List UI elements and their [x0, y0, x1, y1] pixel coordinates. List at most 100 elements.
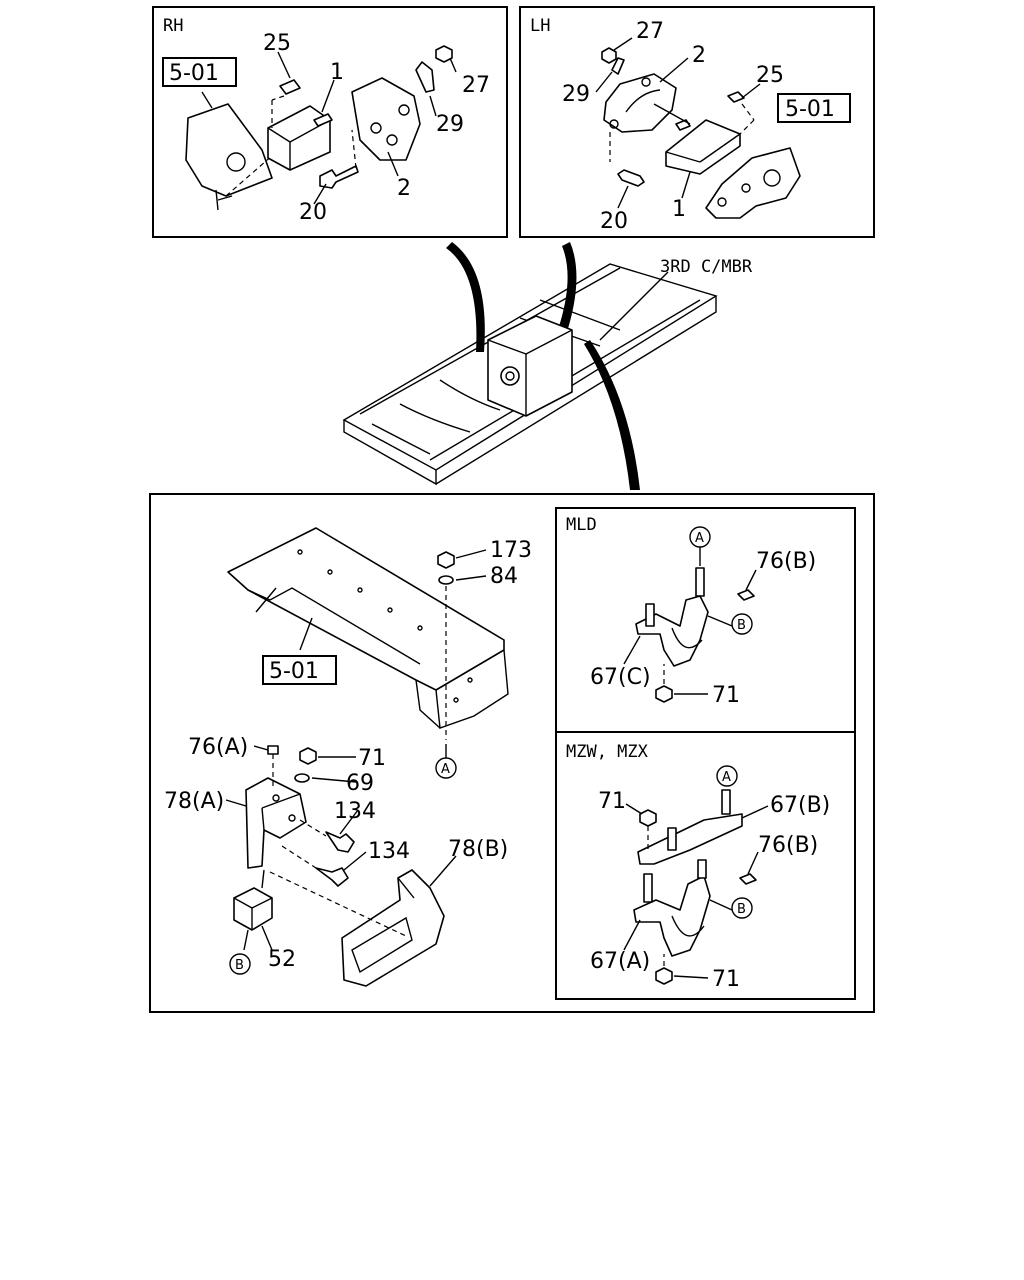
lh-callout-25: 25 [756, 63, 784, 88]
frame-overview: 3RD C/MBR [342, 242, 753, 490]
bolt-134b [315, 867, 349, 887]
rh-panel: RH 5-01 [152, 6, 508, 238]
rh-mount-stud [313, 113, 333, 127]
rh-lock-29 [415, 61, 435, 93]
callout-69: 69 [346, 771, 374, 796]
mzw-panel-border [555, 731, 856, 1000]
callout-78a: 78(A) [164, 789, 224, 814]
mzw-plate-67b [637, 813, 743, 865]
lh-nut-27 [601, 47, 617, 64]
mzw-ref-circle-b-label: B [737, 902, 746, 917]
mld-callout-67c: 67(C) [590, 665, 651, 690]
callout-173: 173 [490, 538, 532, 563]
mzw-stud-left [643, 873, 653, 903]
callout-134b: 134 [368, 839, 410, 864]
mount-bracket-78a [245, 777, 307, 869]
mld-bolt-76b [737, 589, 755, 601]
callout-84: 84 [490, 564, 518, 589]
washer-84 [438, 575, 454, 585]
mzw-callout-76b: 76(B) [758, 833, 818, 858]
ref-circle-b-main-label: B [235, 958, 244, 973]
bolt-134a [325, 831, 355, 853]
rh-frame-plate [185, 103, 273, 197]
rh-callout-27: 27 [462, 73, 490, 98]
mzw-callout-71-top: 71 [598, 789, 626, 814]
callout-76a: 76(A) [188, 735, 248, 760]
mzw-panel: MZW, MZX A B 71 67(B) [555, 731, 856, 1000]
rh-pointer [446, 242, 485, 352]
rh-nut-27 [435, 45, 453, 63]
rh-callout-20: 20 [299, 200, 327, 225]
mzw-callout-71-bottom: 71 [712, 967, 740, 992]
main-panel-border [149, 493, 875, 1013]
mount-bracket-78b [341, 869, 445, 987]
rh-callout-29: 29 [436, 112, 464, 137]
mzw-plate-stud [667, 827, 677, 851]
rh-plate-hole [226, 152, 246, 172]
lh-panel-border [519, 6, 875, 238]
mld-panel: MLD A B 76(B) 67(C) 71 [555, 507, 856, 733]
mzw-callout-67b: 67(B) [770, 793, 830, 818]
callout-78b: 78(B) [448, 837, 508, 862]
ref-circle-a-main-label: A [441, 762, 450, 777]
nut-173 [437, 551, 455, 569]
mld-panel-title: MLD [566, 515, 597, 535]
rh-rubber-mount [267, 105, 331, 171]
rh-callout-2: 2 [397, 176, 411, 201]
rh-bolt-25 [279, 79, 301, 95]
third-crossmember-label: 3RD C/MBR [660, 257, 753, 277]
mzw-stud-top [721, 789, 731, 815]
lh-frame-plate [705, 147, 801, 219]
callout-52: 52 [268, 947, 296, 972]
mzw-ref-circle-b [731, 897, 753, 919]
mld-callout-76b: 76(B) [756, 549, 816, 574]
main-ref-box [262, 655, 337, 685]
main-ref-label: 5-01 [269, 659, 319, 684]
lh-bracket [603, 73, 677, 133]
mzw-ref-circle-a [716, 765, 738, 787]
engine-block [487, 315, 573, 417]
rh-callout-25: 25 [263, 31, 291, 56]
rh-panel-border [152, 6, 508, 238]
lh-callout-1: 1 [672, 197, 686, 222]
lh-rubber-mount [665, 119, 741, 175]
lh-ref-label: 5-01 [785, 97, 835, 122]
mzw-nut-71-top [639, 809, 657, 827]
rh-panel-title: RH [163, 16, 183, 36]
lh-callout-20: 20 [600, 209, 628, 234]
mld-ref-circle-a-label: A [695, 531, 704, 546]
lh-bolt-20 [617, 169, 645, 187]
washer-69 [294, 773, 310, 783]
lh-lock-29 [611, 57, 625, 75]
lh-callout-27: 27 [636, 19, 664, 44]
lh-ref-box [777, 93, 851, 123]
member-pointer [584, 340, 640, 490]
callout-134a: 134 [334, 799, 376, 824]
callout-71-main: 71 [358, 746, 386, 771]
bolt-76a [267, 745, 279, 755]
mld-ref-circle-b-label: B [737, 618, 746, 633]
mld-callout-71: 71 [712, 683, 740, 708]
rh-bracket [351, 77, 421, 161]
crossmember [227, 527, 505, 691]
mzw-callout-67a: 67(A) [590, 949, 650, 974]
mzw-stud-right [697, 859, 707, 879]
rh-ref-box [162, 57, 237, 87]
mld-nut-71 [655, 685, 673, 703]
mzw-ref-circle-a-label: A [722, 770, 731, 785]
rubber-mount-52 [233, 887, 273, 931]
lh-bolt-25 [727, 91, 745, 103]
mld-ref-circle-b [731, 613, 753, 635]
mld-stud-top [695, 567, 705, 597]
lh-callout-29: 29 [562, 82, 590, 107]
mzw-nut-71-bottom [655, 967, 673, 985]
mzw-panel-title: MZW, MZX [566, 742, 649, 762]
lh-callout-2: 2 [692, 43, 706, 68]
rh-ref-label: 5-01 [169, 61, 219, 86]
ref-circle-b-main [229, 953, 251, 975]
mzw-bolt-76b [739, 873, 757, 885]
mld-mount-bracket [635, 595, 709, 667]
engine-pulley [500, 366, 520, 386]
rh-callout-1: 1 [330, 60, 344, 85]
